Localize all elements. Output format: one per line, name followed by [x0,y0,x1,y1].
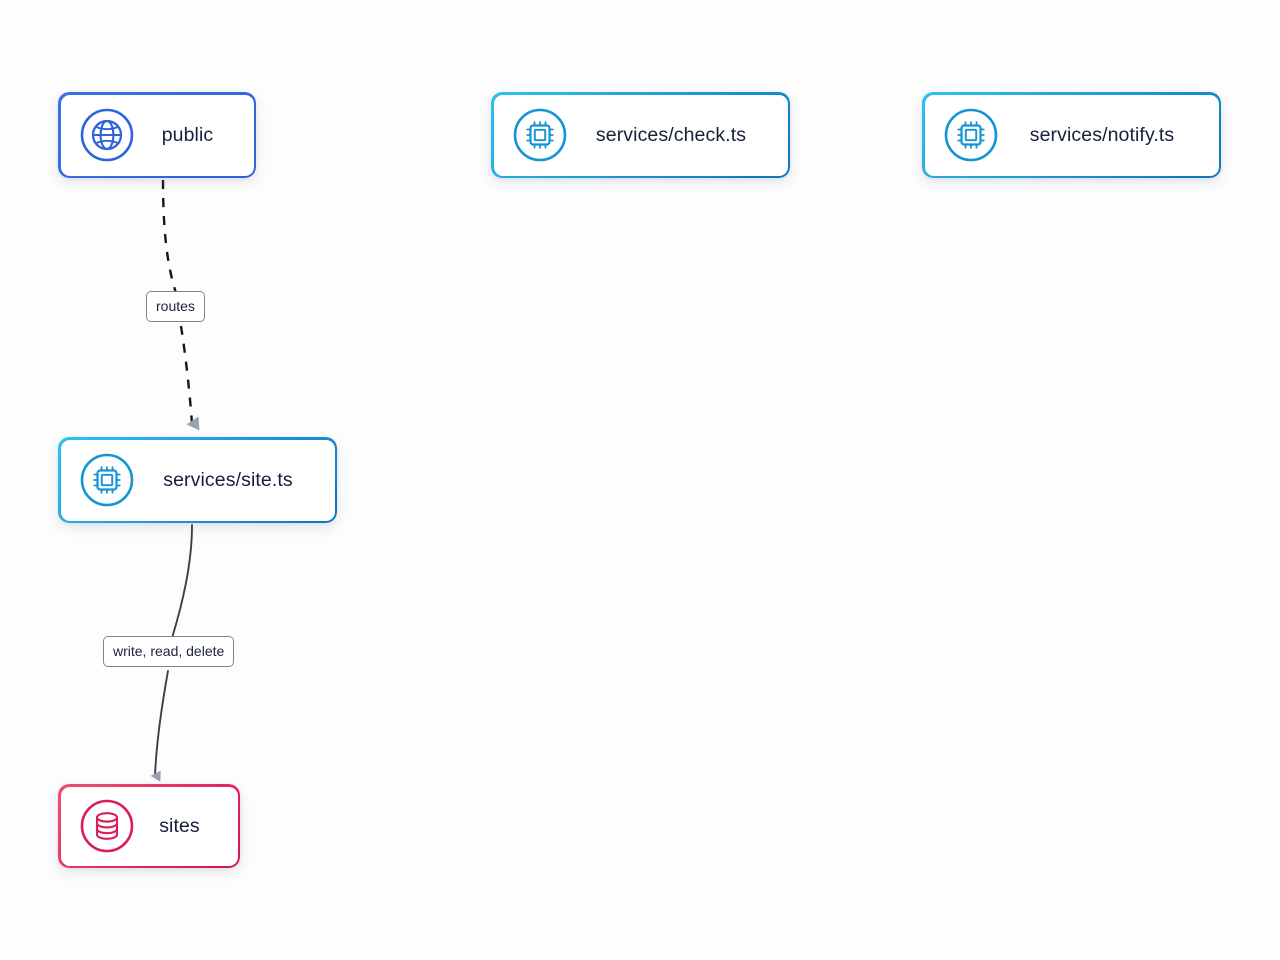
node-sites-label: sites [159,814,200,837]
node-services-check-ts[interactable]: services/check.ts [491,92,790,178]
node-services-site-ts[interactable]: services/site.ts [58,437,337,523]
database-icon [80,799,134,853]
node-public[interactable]: public [58,92,256,178]
globe-icon [80,108,134,162]
node-services-site-ts-label: services/site.ts [163,468,293,491]
edge-label-routes[interactable]: routes [146,291,205,322]
chip-icon [944,108,998,162]
chip-icon [513,108,567,162]
node-sites[interactable]: sites [58,784,240,868]
edge-site-to-sites-upper [171,524,193,639]
node-services-notify-ts-label: services/notify.ts [1029,123,1175,146]
edge-site-to-sites-lower [150,670,169,782]
edge-label-write-read-delete[interactable]: write, read, delete [103,636,235,667]
edge-public-to-site-upper [161,179,178,294]
chip-icon [80,453,134,507]
edge-public-to-site-lower [179,325,200,431]
node-services-notify-ts[interactable]: services/notify.ts [922,92,1221,178]
node-services-check-ts-label: services/check.ts [595,123,747,146]
node-public-label: public [161,123,214,146]
